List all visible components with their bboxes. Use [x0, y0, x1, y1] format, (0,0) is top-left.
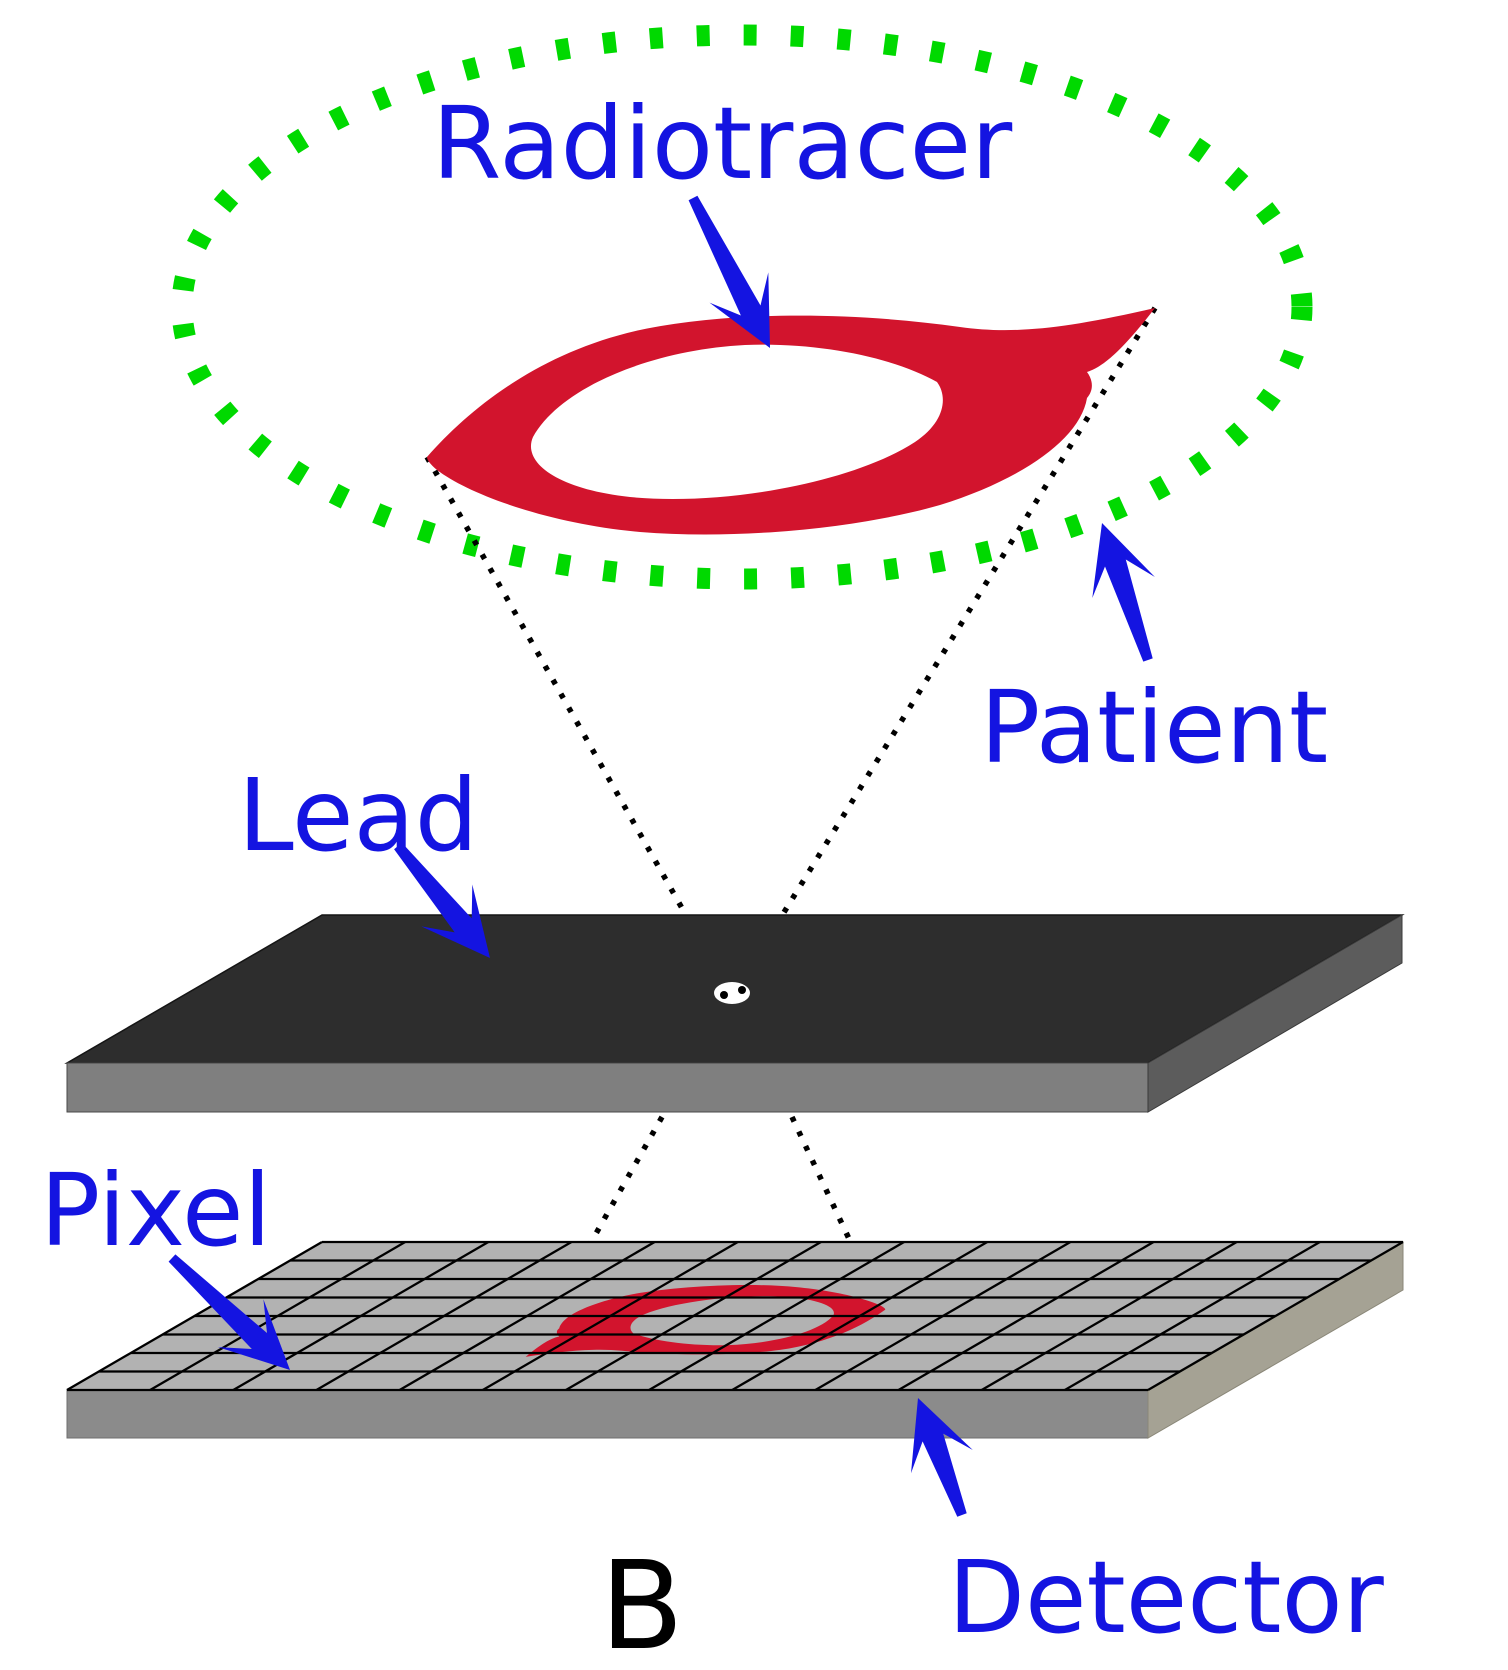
patient-label: Patient — [980, 669, 1328, 786]
lead-plate-side-face — [1147, 914, 1403, 1113]
radiotracer-label: Radiotracer — [432, 85, 1013, 202]
detector-front-face — [66, 1389, 1149, 1439]
radiotracer-arrow — [688, 195, 770, 348]
ray-upper-right — [737, 306, 1158, 986]
ray-lower-right — [789, 1115, 883, 1307]
pinhole — [714, 982, 750, 1004]
pixel-label: Pixel — [40, 1152, 271, 1269]
pinhole-ray-dot-left — [720, 991, 728, 999]
pixel-grid — [66, 1240, 1404, 1392]
lead-plate-front-face — [66, 1062, 1149, 1113]
detector-arrow — [911, 1398, 973, 1517]
detector-plate — [66, 1240, 1404, 1439]
panel-letter: B — [600, 1535, 684, 1670]
lead-label: Lead — [238, 757, 478, 874]
pixel-arrow — [168, 1254, 290, 1370]
patient-outline-ellipse — [171, 24, 1313, 590]
radiotracer-shape — [427, 308, 1155, 535]
lead-plate — [64, 914, 1405, 1113]
patient-arrow — [1092, 523, 1155, 662]
lead-arrow — [394, 842, 490, 958]
pinhole-ray-dot-right — [738, 986, 746, 994]
detector-label: Detector — [948, 1539, 1385, 1656]
